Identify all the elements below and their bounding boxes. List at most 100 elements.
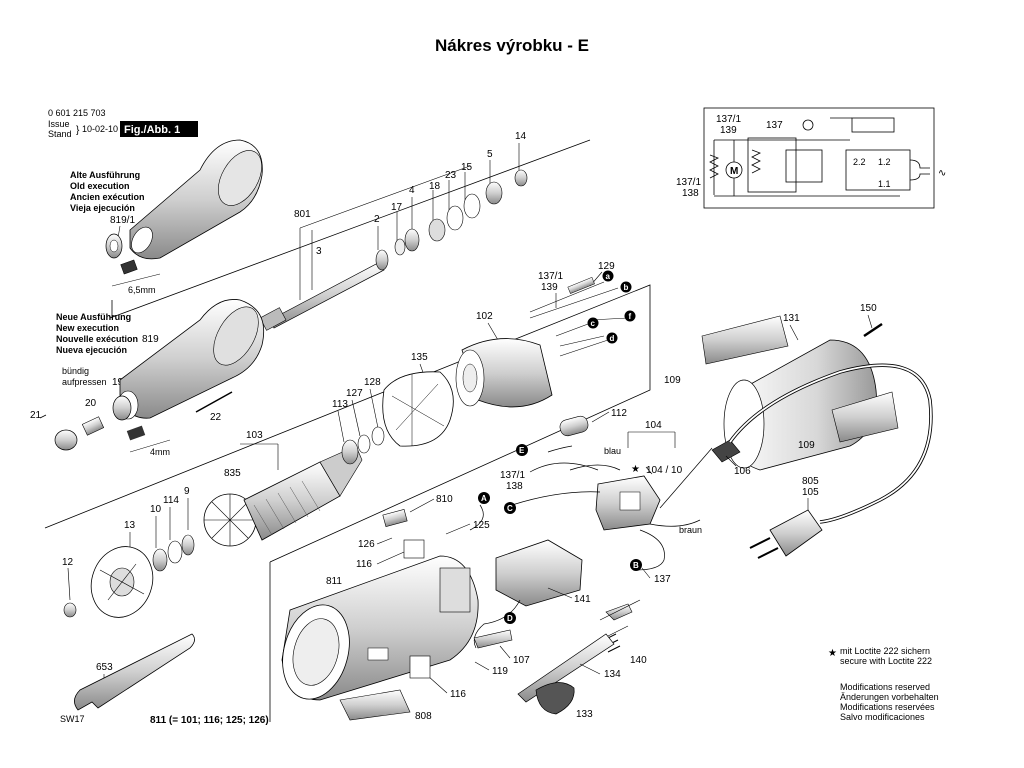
nut-21 — [54, 429, 78, 451]
label-10: 10 — [150, 504, 162, 515]
label-109-top: 109 — [664, 375, 681, 386]
collet-20 — [81, 416, 105, 436]
baffle-135 — [382, 371, 454, 447]
sch-ac-symbol: ∿ — [938, 168, 946, 179]
label-9: 9 — [184, 486, 190, 497]
label-128: 128 — [364, 377, 381, 388]
svg-text:a: a — [606, 272, 611, 281]
spindle-assembly: 801 3 2 17 4 18 23 15 5 14 — [259, 131, 528, 331]
slider-133 — [535, 682, 575, 715]
label-104: 104 — [645, 420, 662, 431]
stand-label: Stand — [48, 129, 72, 139]
cord-guard-106 — [711, 439, 741, 463]
rail-134 — [517, 633, 615, 703]
label-116-bottom: 116 — [450, 689, 466, 700]
label-131: 131 — [783, 313, 800, 324]
callout-a: a — [602, 270, 614, 282]
label-103: 103 — [246, 430, 263, 441]
fig-label: Fig./Abb. 1 — [124, 124, 180, 136]
sch-label-137-1-bottom: 137/1 — [676, 177, 701, 188]
wiring-schematic: 137/1 139 137 137/1 138 M 2.2 1.2 1.1 ∿ — [676, 114, 946, 199]
label-137-1-mid: 137/1 — [500, 470, 525, 481]
wire-brown-label: braun — [679, 525, 702, 535]
svg-text:D: D — [507, 614, 513, 623]
switch-group: 112 104 blau ★ 104 / 10 137/1 138 braun … — [469, 408, 713, 624]
label-653: 653 — [96, 662, 113, 673]
label-14: 14 — [515, 131, 527, 142]
loctite-star-inline: ★ — [631, 464, 640, 475]
issue-date: 10-02-10 — [82, 124, 118, 134]
callout-c: c — [587, 317, 599, 329]
mod-note-en: Modifications reserved — [840, 682, 930, 692]
label-114: 114 — [163, 495, 179, 506]
label-106: 106 — [734, 466, 751, 477]
label-5: 5 — [487, 149, 493, 160]
svg-text:B: B — [633, 561, 639, 570]
callout-E: E — [516, 444, 528, 456]
sch-contact-1-2: 1.2 — [878, 157, 891, 167]
sch-contact-1-1: 1.1 — [878, 179, 891, 189]
stator-group: 102 135 128 127 113 — [332, 311, 553, 465]
issue-label: Issue — [48, 119, 70, 129]
label-plate-109-bottom — [831, 391, 899, 443]
label-139-top: 139 — [541, 282, 558, 293]
label-20: 20 — [85, 398, 97, 409]
armature-group: 103 835 13 10 114 9 12 — [62, 430, 363, 618]
label-17: 17 — [391, 202, 403, 213]
label-125: 125 — [473, 520, 490, 531]
label-810: 810 — [436, 494, 453, 505]
svg-text:b: b — [624, 283, 629, 292]
label-18: 18 — [429, 181, 441, 192]
plug-105 — [769, 509, 823, 557]
wrench-group: 653 SW17 811 (= 101; 116; 125; 126) — [60, 633, 269, 726]
label-plate-109-top — [701, 315, 789, 365]
wire-leads: 129 137/1 139 a b c f d — [529, 261, 636, 357]
label-12: 12 — [62, 557, 74, 568]
sch-label-139: 139 — [720, 125, 737, 136]
label-137-1-top: 137/1 — [538, 271, 563, 282]
callout-d: d — [606, 332, 618, 344]
frame-lines — [39, 107, 935, 722]
callout-C: C — [504, 502, 516, 514]
loctite-note-en: secure with Loctite 222 — [840, 656, 932, 666]
label-2: 2 — [374, 214, 380, 225]
label-805: 805 — [802, 476, 819, 487]
new-exec-es: Nueva ejecución — [56, 345, 127, 355]
callout-b: b — [620, 281, 632, 293]
svg-text:f: f — [629, 312, 632, 321]
label-113: 113 — [332, 399, 348, 410]
label-801: 801 — [294, 209, 311, 220]
sch-label-137-1-top: 137/1 — [716, 114, 741, 125]
label-135: 135 — [411, 352, 428, 363]
old-exec-de: Alte Ausführung — [70, 170, 140, 180]
buendig-2: aufpressen — [62, 377, 107, 387]
new-exec-en: New execution — [56, 323, 119, 333]
label-4: 4 — [409, 185, 415, 196]
sch-motor: M — [730, 166, 738, 177]
label-3: 3 — [316, 246, 322, 257]
dim-6-5mm: 6,5mm — [128, 285, 156, 295]
motor-housing-group: 810 125 126 116 811 141 107 119 116 808 — [281, 494, 591, 722]
callout-D: D — [504, 612, 516, 624]
handle-group: 140 134 133 — [517, 599, 647, 720]
label-104-10: 104 / 10 — [646, 465, 683, 476]
electronics-141 — [495, 539, 583, 607]
armature-103 — [243, 461, 341, 541]
label-119: 119 — [492, 666, 508, 677]
dim-4mm: 4mm — [150, 447, 170, 457]
svg-text:E: E — [519, 446, 525, 455]
old-exec-en: Old execution — [70, 181, 130, 191]
label-13: 13 — [124, 520, 136, 531]
page-title: Nákres výrobku - E — [434, 36, 589, 55]
label-137-bottom: 137 — [654, 574, 671, 585]
label-107: 107 — [513, 655, 530, 666]
label-sw17: SW17 — [60, 714, 85, 724]
svg-text:d: d — [610, 334, 615, 343]
fig-label-box — [120, 121, 198, 137]
plate-808 — [339, 689, 411, 721]
bracket-107 — [473, 629, 513, 649]
svg-text:A: A — [481, 494, 487, 503]
label-138: 138 — [506, 481, 523, 492]
sch-label-138: 138 — [682, 188, 699, 199]
